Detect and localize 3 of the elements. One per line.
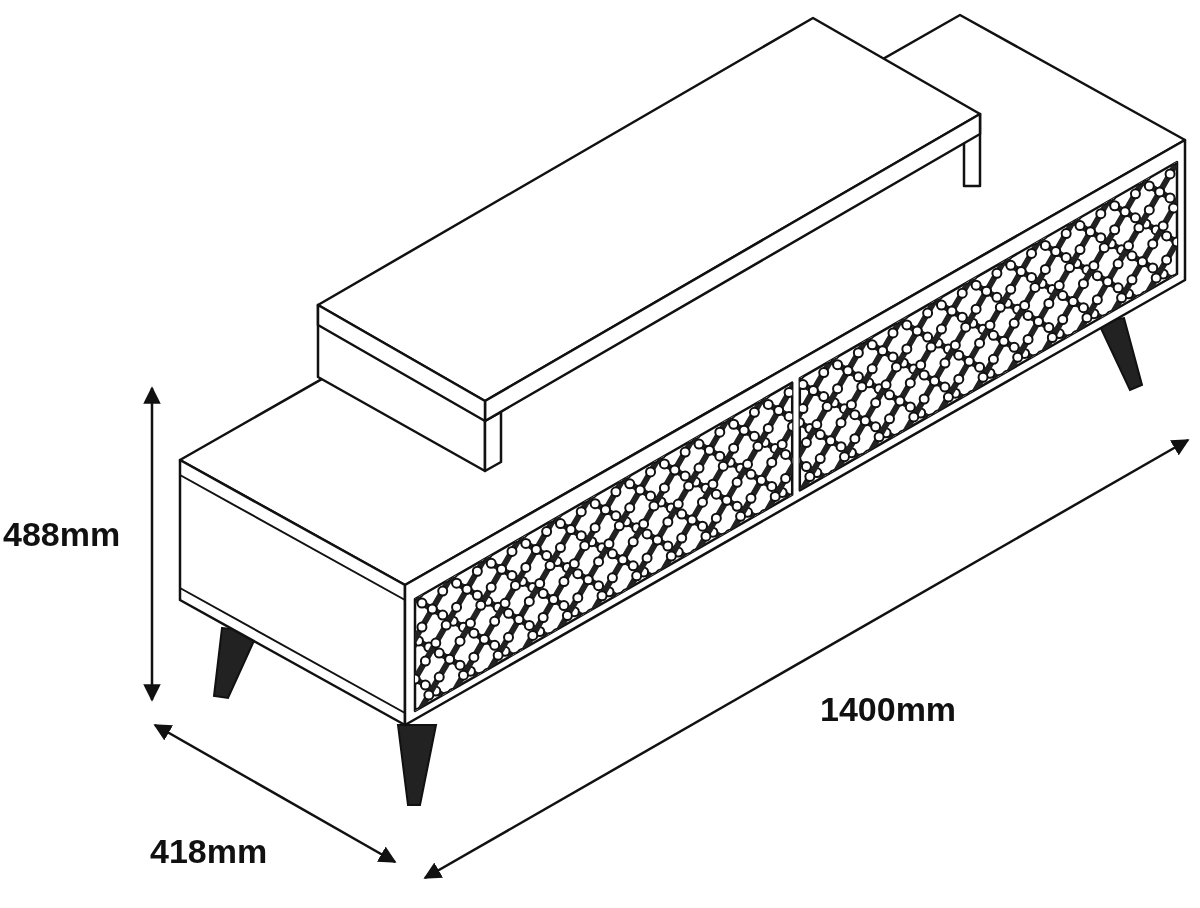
dimension-label: 418mm <box>150 832 268 871</box>
dimension-label: 488mm <box>3 515 121 554</box>
dimension-label: 1400mm <box>820 690 957 729</box>
